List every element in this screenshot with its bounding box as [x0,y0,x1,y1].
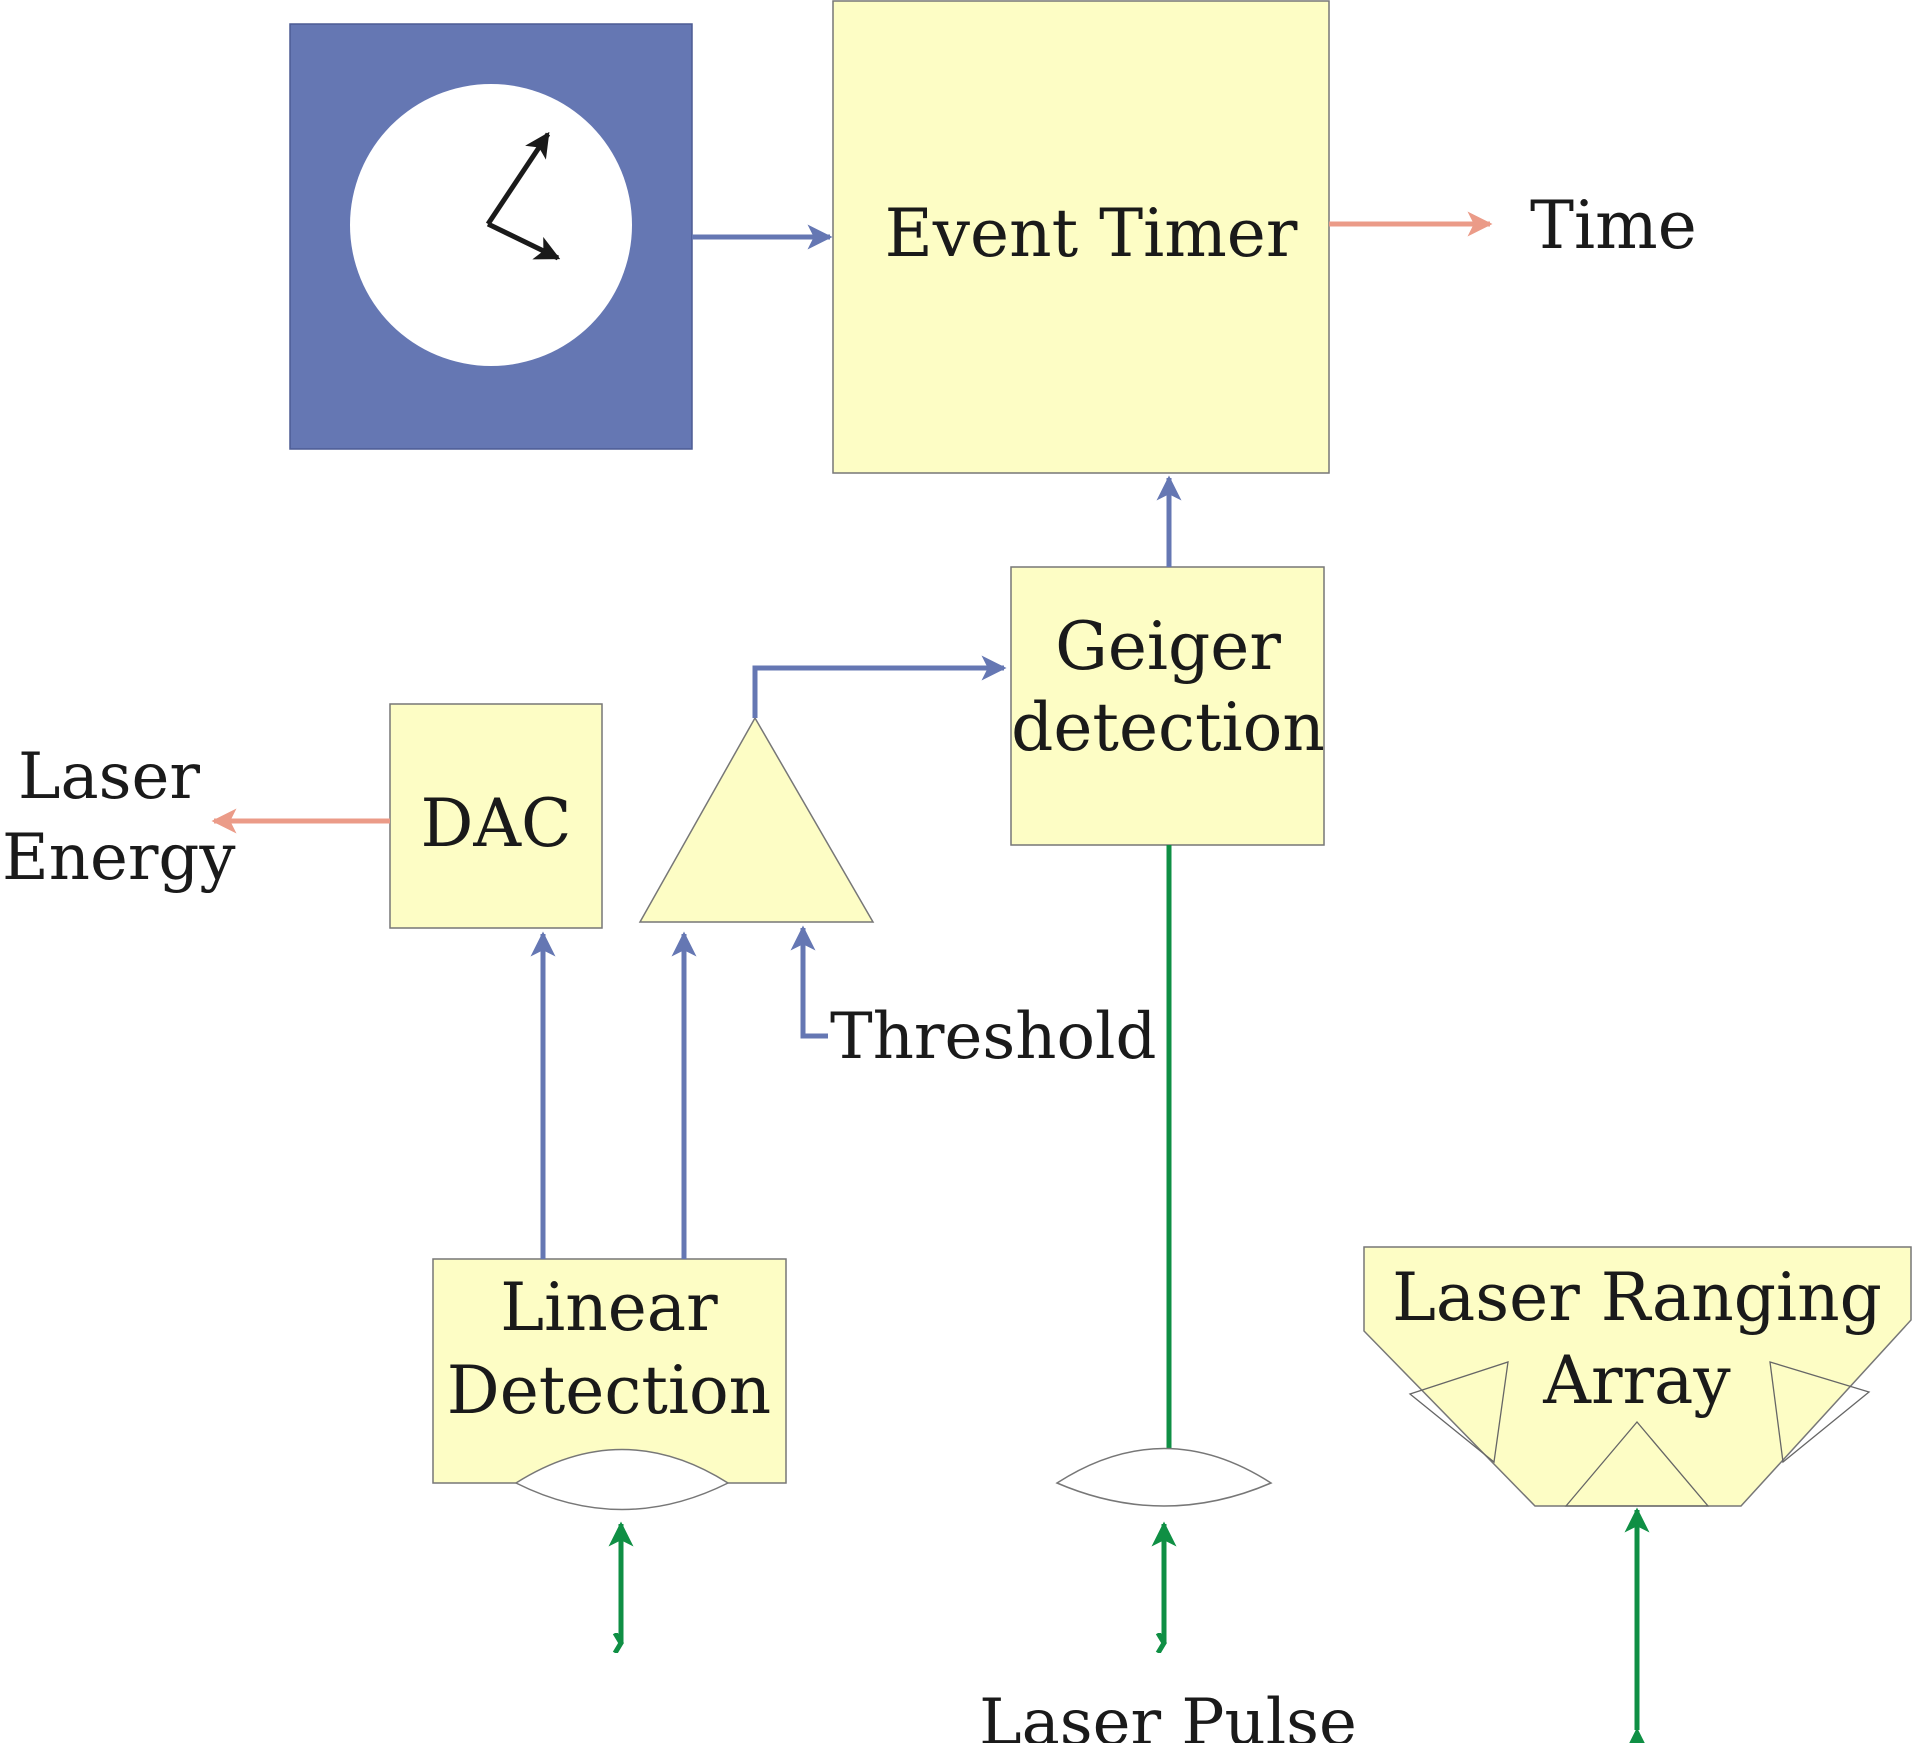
linear-label-line2: Detection [447,1352,771,1429]
laser-energy-label-line1: Laser [18,740,200,814]
geiger-lens [1055,1447,1273,1507]
laser-energy-label-line2: Energy [2,821,236,895]
retroreflector-center [1564,1420,1710,1507]
linear-lens [514,1448,730,1511]
discriminator-to-geiger-arrow [752,655,1007,718]
time-label: Time [1530,187,1697,264]
laser-ranging-array-label-line1: Laser Ranging [1392,1259,1882,1336]
linear-detection-box [432,1258,787,1484]
threshold-label: Threshold [830,1000,1156,1074]
threshold-arrow [790,925,828,1039]
laser-ranging-array-body [1363,1246,1912,1507]
geiger-label-line1: Geiger [1055,608,1281,685]
laser-ranging-array-label-line2: Array [1542,1342,1731,1419]
retroreflector-left [1408,1361,1509,1464]
laser-pulse-label: Laser Pulse [979,1686,1357,1743]
discriminator-triangle [638,716,875,923]
retroreflector-right [1769,1361,1871,1464]
clock-hands-icon [485,131,561,261]
geiger-detection-box [1010,566,1325,846]
event-timer-box [832,0,1330,474]
clock-block [289,23,693,450]
linear-label-line1: Linear [500,1269,718,1346]
dac-box [389,703,603,929]
geiger-label-line2: detection [1011,689,1325,766]
dac-label: DAC [420,785,571,862]
laser-ranging-array [1363,1246,1912,1507]
event-timer-label: Event Timer [885,195,1298,272]
